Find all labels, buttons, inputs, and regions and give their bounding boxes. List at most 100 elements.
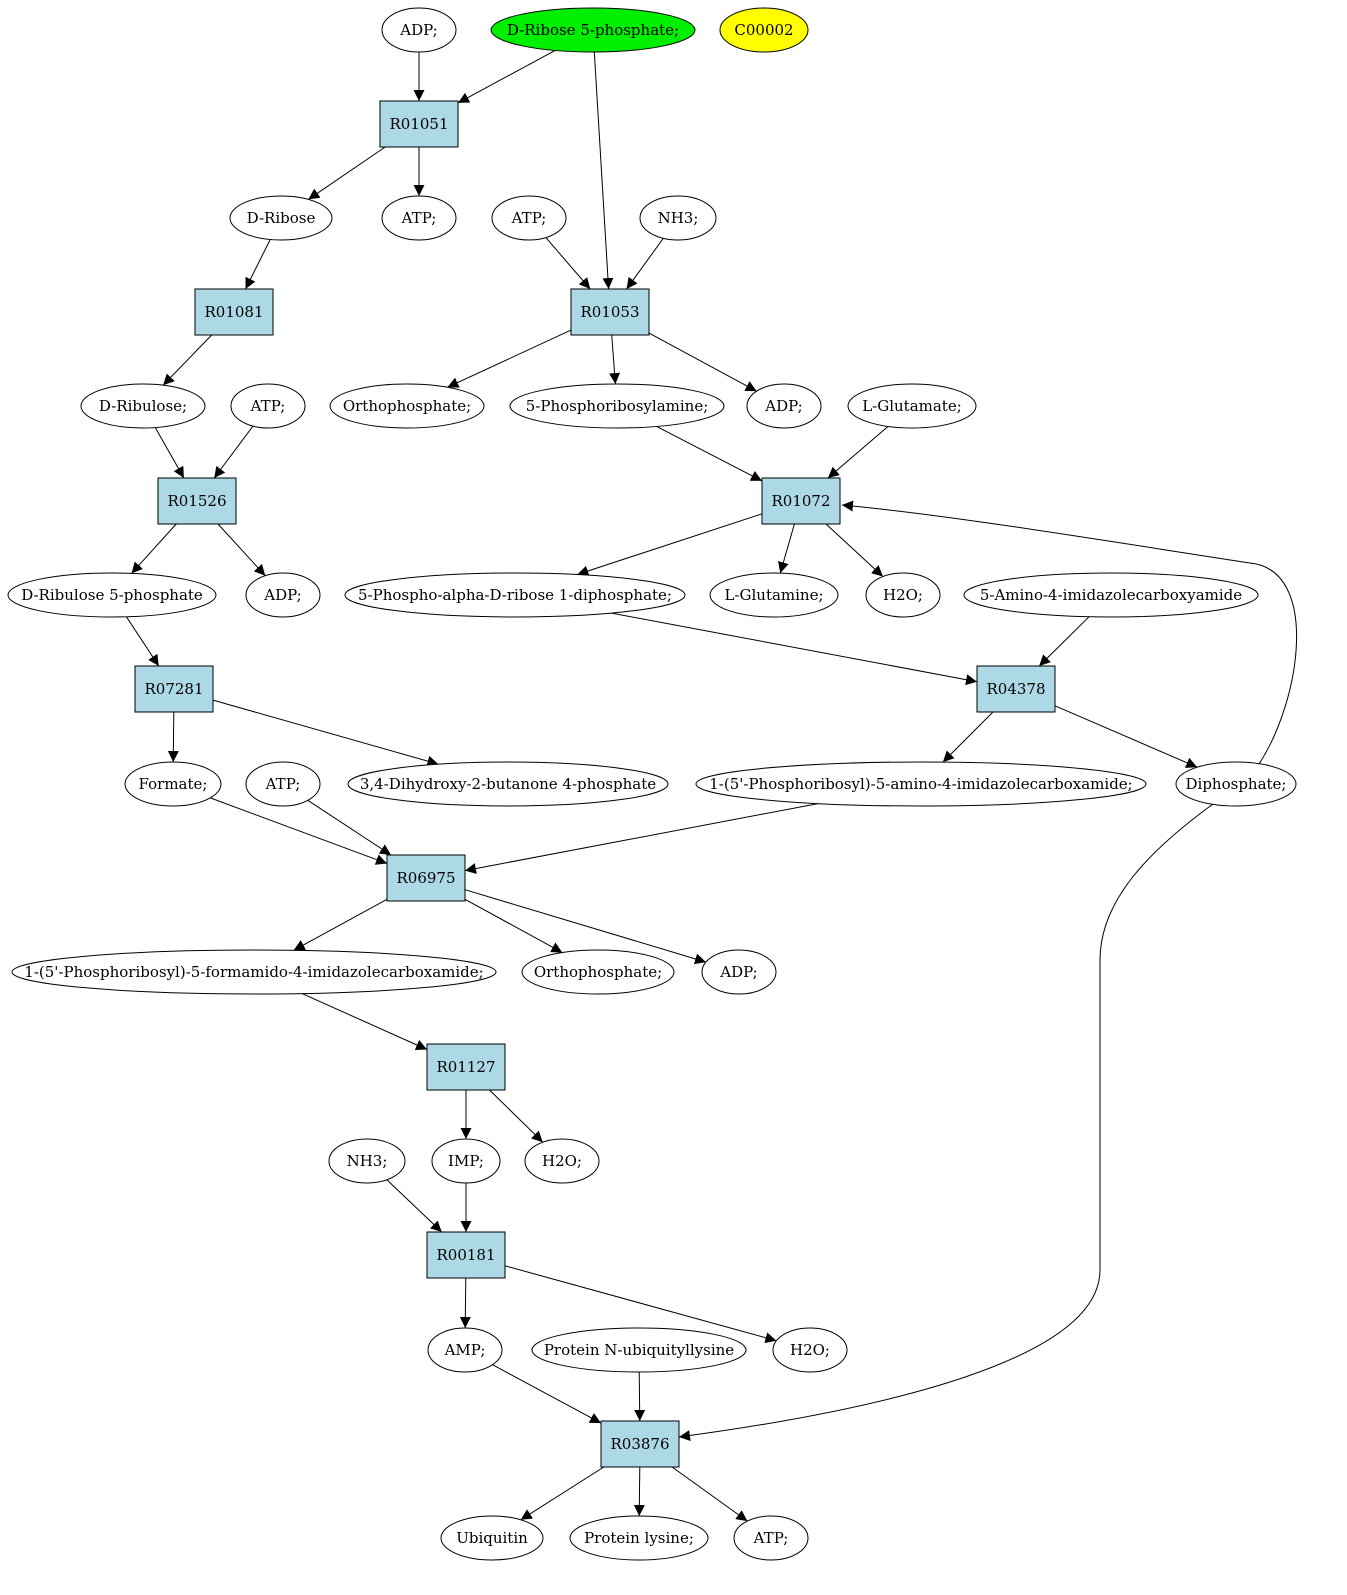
compound-node-ortho2[interactable]: Orthophosphate;	[521, 949, 675, 995]
edge-R01526-to-adp3	[217, 523, 266, 577]
compound-ellipse	[427, 1327, 503, 1373]
node-label: R06975	[396, 869, 455, 887]
compound-node-c00002[interactable]: C00002	[719, 7, 809, 53]
edge-R06975-to-faicar	[293, 898, 388, 951]
edge-R01081-to-dribulose	[162, 334, 213, 386]
compound-node-nh3a[interactable]: NH3;	[639, 195, 717, 241]
node-label: Orthophosphate;	[534, 963, 662, 981]
compound-node-dhbp[interactable]: 3,4-Dihydroxy-2-butanone 4-phosphate	[347, 761, 669, 807]
edge-dribulose-to-R01526	[154, 427, 185, 479]
reaction-node-R06975[interactable]: R06975	[386, 854, 466, 902]
reaction-node-R01072[interactable]: R01072	[761, 477, 841, 525]
compound-node-dr5p[interactable]: D-Ribose 5-phosphate;	[490, 7, 696, 53]
compound-ellipse	[521, 949, 675, 995]
edge-R06975-to-adp4	[464, 889, 707, 965]
compound-node-adp4[interactable]: ADP;	[701, 949, 777, 995]
edge-R03876-to-plys	[633, 1466, 645, 1517]
compound-node-atp2[interactable]: ATP;	[491, 195, 567, 241]
compound-ellipse	[524, 1138, 600, 1184]
node-label: 5-Phosphoribosylamine;	[526, 397, 709, 415]
compound-node-dribulose[interactable]: D-Ribulose;	[80, 383, 206, 429]
compound-ellipse	[639, 195, 717, 241]
edge-R04378-to-diphos	[1054, 705, 1198, 768]
edge-nh3a-to-R01053	[626, 238, 664, 290]
compound-node-ubiq[interactable]: Ubiquitin	[440, 1515, 544, 1561]
compound-ellipse	[1175, 761, 1297, 807]
compound-node-h2o3[interactable]: H2O;	[772, 1327, 848, 1373]
reaction-node-R01051[interactable]: R01051	[379, 100, 459, 148]
compound-ellipse	[124, 761, 222, 807]
compound-node-adp2[interactable]: ADP;	[746, 383, 822, 429]
compound-node-adp3[interactable]: ADP;	[245, 572, 321, 618]
compound-node-ortho1[interactable]: Orthophosphate;	[329, 383, 485, 429]
compound-node-atp3[interactable]: ATP;	[230, 383, 306, 429]
compound-ellipse	[963, 572, 1259, 618]
compound-node-dru5p[interactable]: D-Ribulose 5-phosphate	[7, 572, 217, 618]
node-label: Protein lysine;	[584, 1529, 694, 1547]
compound-node-prpa[interactable]: 5-Phosphoribosylamine;	[509, 383, 725, 429]
node-label: Formate;	[139, 775, 208, 793]
compound-node-pnub[interactable]: Protein N-ubiquityllysine	[531, 1327, 747, 1373]
reaction-node-R01526[interactable]: R01526	[157, 477, 237, 525]
compound-node-atp4[interactable]: ATP;	[245, 761, 321, 807]
node-label: ATP;	[250, 397, 286, 415]
compound-ellipse	[865, 572, 941, 618]
compound-node-dribose[interactable]: D-Ribose	[229, 195, 333, 241]
compound-ellipse	[695, 761, 1147, 807]
edge-pnub-to-R03876	[634, 1371, 646, 1422]
reaction-node-R01081[interactable]: R01081	[194, 288, 274, 336]
compound-ellipse	[80, 383, 206, 429]
compound-ellipse	[847, 383, 977, 429]
node-label: R01051	[389, 115, 448, 133]
compound-ellipse	[245, 572, 321, 618]
compound-node-prpp[interactable]: 5-Phospho-alpha-D-ribose 1-diphosphate;	[344, 572, 686, 618]
compound-node-aica[interactable]: 5-Amino-4-imidazolecarboxyamide	[963, 572, 1259, 618]
edge-R01526-to-dru5p	[131, 523, 177, 574]
compound-ellipse	[440, 1515, 544, 1561]
compound-node-aicar[interactable]: 1-(5'-Phosphoribosyl)-5-amino-4-imidazol…	[695, 761, 1147, 807]
compound-node-imp[interactable]: IMP;	[431, 1138, 501, 1184]
compound-node-formate[interactable]: Formate;	[124, 761, 222, 807]
reaction-box	[134, 665, 214, 713]
reaction-node-R03876[interactable]: R03876	[600, 1420, 680, 1468]
compound-ellipse	[709, 572, 839, 618]
edge-R06975-to-ortho2	[464, 898, 563, 954]
reaction-node-R00181[interactable]: R00181	[426, 1231, 506, 1279]
node-label: L-Glutamine;	[724, 586, 823, 604]
edge-lglu-to-R01072	[827, 426, 889, 479]
compound-node-atp1[interactable]: ATP;	[381, 195, 457, 241]
edge-R03876-to-atp5	[671, 1466, 748, 1522]
reaction-node-R07281[interactable]: R07281	[134, 665, 214, 713]
node-label: R04378	[986, 680, 1045, 698]
compound-ellipse	[772, 1327, 848, 1373]
compound-node-atp5[interactable]: ATP;	[733, 1515, 809, 1561]
reaction-box	[379, 100, 459, 148]
compound-node-h2o1[interactable]: H2O;	[865, 572, 941, 618]
reaction-node-R04378[interactable]: R04378	[976, 665, 1056, 713]
compound-node-lglu[interactable]: L-Glutamate;	[847, 383, 977, 429]
edge-dr5p-to-R01053	[593, 51, 614, 290]
compound-ellipse	[701, 949, 777, 995]
compound-ellipse	[329, 383, 485, 429]
compound-node-adp1[interactable]: ADP;	[381, 7, 457, 53]
compound-node-h2o2[interactable]: H2O;	[524, 1138, 600, 1184]
edge-diphos-to-R01072	[841, 500, 1298, 765]
compound-node-amp[interactable]: AMP;	[427, 1327, 503, 1373]
compound-ellipse	[719, 7, 809, 53]
node-label: R01127	[436, 1058, 495, 1076]
compound-ellipse	[431, 1138, 501, 1184]
compound-ellipse	[245, 761, 321, 807]
reaction-box	[194, 288, 274, 336]
node-label: AMP;	[444, 1341, 486, 1359]
compound-ellipse	[11, 949, 497, 995]
reaction-box	[600, 1420, 680, 1468]
reaction-node-R01127[interactable]: R01127	[426, 1043, 506, 1091]
edges-layer	[125, 49, 1298, 1522]
compound-node-plys[interactable]: Protein lysine;	[569, 1515, 709, 1561]
compound-node-lgln[interactable]: L-Glutamine;	[709, 572, 839, 618]
compound-node-faicar[interactable]: 1-(5'-Phosphoribosyl)-5-formamido-4-imid…	[11, 949, 497, 995]
compound-node-diphos[interactable]: Diphosphate;	[1175, 761, 1297, 807]
reaction-node-R01053[interactable]: R01053	[570, 288, 650, 336]
compound-node-nh3b[interactable]: NH3;	[328, 1138, 406, 1184]
edge-R07281-to-dhbp	[212, 699, 439, 767]
